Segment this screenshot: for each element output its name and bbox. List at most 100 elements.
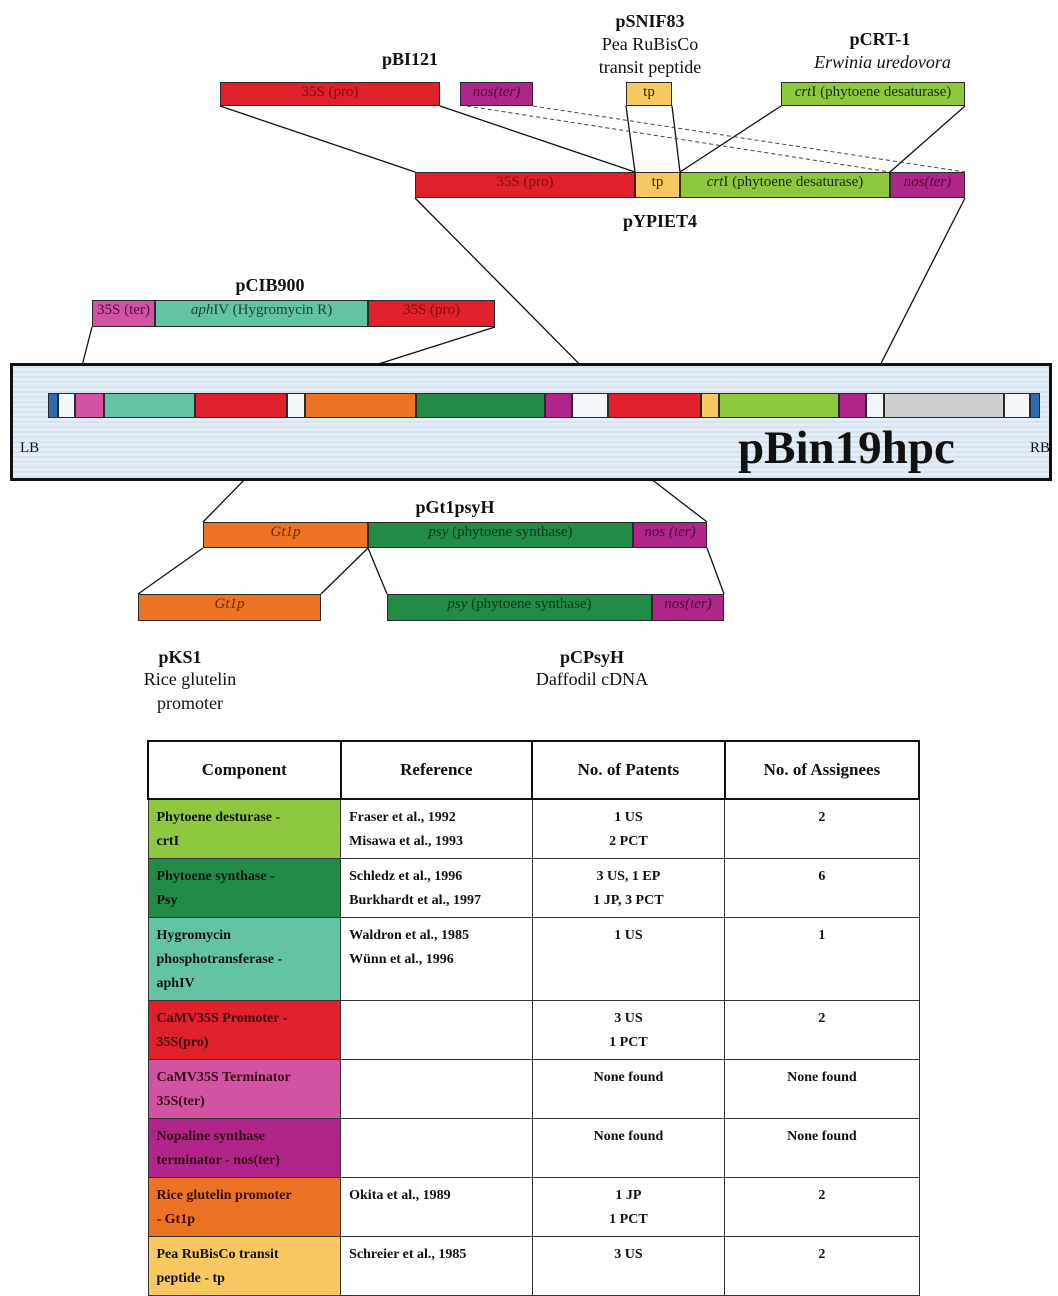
assignees-cell: 2: [724, 1177, 920, 1237]
spacer-segment: [866, 393, 884, 418]
pcib900-35s-ter-segment: 35S (ter): [92, 300, 155, 327]
patents-cell-line: 2 PCT: [609, 834, 648, 849]
reference-cell-line: Fraser et al., 1992: [349, 810, 456, 825]
spacer-segment: [287, 393, 305, 418]
patents-cell: 1 US 2 PCT: [531, 798, 726, 859]
assignees-cell-line: None found: [787, 1070, 857, 1085]
component-cell-line: Psy: [156, 893, 178, 908]
patents-cell-line: 3 US: [614, 1011, 643, 1026]
patents-cell: 1 JP 1 PCT: [531, 1177, 726, 1237]
reference-cell-line: Waldron et al., 1985: [349, 928, 470, 943]
component-cell-line: - Gt1p: [156, 1212, 196, 1227]
component-cell-line: 35S(pro): [156, 1035, 209, 1050]
component-cell: CaMV35S Promoter - 35S(pro): [147, 1000, 342, 1060]
spacer-segment: [58, 393, 75, 418]
pcrt1-crti-segment: crtI (phytoene desaturase): [781, 82, 965, 106]
pcpsyh-psy-segment: psy (phytoene synthase): [387, 594, 652, 621]
pgt1psyh-nos-ter-segment: nos (ter): [633, 522, 707, 548]
component-cell-line: Nopaline synthase: [156, 1129, 266, 1144]
assignees-cell: 2: [724, 1000, 920, 1060]
reference-cell: Schreier et al., 1985: [340, 1236, 533, 1296]
assignees-cell: 2: [724, 1236, 920, 1296]
reference-cell-line: Schledz et al., 1996: [349, 869, 463, 884]
header-component: Component: [147, 740, 342, 800]
psy-gene-name: psy: [447, 596, 468, 612]
left-border-segment: [48, 393, 58, 418]
pcrt1-label: pCRT-1: [849, 29, 911, 49]
patent-table: Component Reference No. of Patents No. o…: [147, 740, 921, 1296]
assignees-cell-line: 1: [818, 928, 826, 943]
patents-cell: 3 US 1 PCT: [531, 1000, 726, 1060]
reference-cell: [340, 1059, 533, 1119]
header-assignees: No. of Assignees: [723, 740, 921, 800]
pbin19hpc-panel: [10, 363, 1052, 481]
pbi121-nos-ter-segment: nos(ter): [460, 82, 533, 106]
assignees-cell-line: 6: [818, 869, 826, 884]
psy-gene-name: psy: [428, 524, 449, 540]
psnif83-tp-segment: tp: [626, 82, 672, 106]
crt-gene-suffix: I (phytoene desaturase): [811, 84, 952, 100]
pypiet4-tp-segment: tp: [635, 172, 680, 198]
crt-gene-name: crt: [706, 174, 724, 190]
component-cell: Phytoene synthase -Psy: [147, 858, 342, 918]
main-psy-segment: [416, 393, 545, 418]
pcpsyh-subtitle: Daffodil cDNA: [535, 669, 649, 689]
table-header-row: Component Reference No. of Patents No. o…: [147, 740, 921, 800]
patents-cell-line: 1 PCT: [609, 1212, 648, 1227]
psnif83-subtitle-1: Pea RuBisCo: [601, 34, 699, 54]
reference-cell: Okita et al., 1989: [340, 1177, 533, 1237]
pgt1psyh-gt1p-segment: Gt1p: [203, 522, 368, 548]
pcpsyh-label: pCPsyH: [559, 647, 624, 667]
pcrt1-subtitle: Erwinia uredovora: [814, 52, 951, 72]
patents-cell-line: 3 US, 1 EP: [596, 869, 661, 884]
assignees-cell-line: 2: [818, 1247, 826, 1262]
assignees-cell: 1: [724, 917, 920, 1001]
component-cell-line: Hygromycin: [156, 928, 231, 943]
component-cell-line: CaMV35S Promoter -: [156, 1011, 288, 1026]
right-border-segment: [1030, 393, 1040, 418]
rb-label: RB: [1030, 440, 1051, 456]
patents-cell-line: None found: [593, 1129, 664, 1144]
reference-cell: [340, 1118, 533, 1178]
component-cell: Rice glutelin promoter- Gt1p: [147, 1177, 342, 1237]
pcib900-label: pCIB900: [235, 275, 305, 295]
assignees-cell-line: 2: [818, 1188, 826, 1203]
patents-cell-line: None found: [593, 1070, 664, 1085]
psnif83-label: pSNIF83: [615, 11, 685, 31]
table-row: CaMV35S Promoter - 35S(pro) 3 US 1 PCT 2: [147, 1000, 920, 1060]
patents-cell-line: 1 JP: [615, 1188, 642, 1203]
reference-cell-line: Burkhardt et al., 1997: [349, 893, 481, 908]
header-reference: Reference: [339, 740, 534, 800]
main-gt1p-segment: [305, 393, 416, 418]
patents-cell-line: 1 US: [614, 810, 643, 825]
assignees-cell: 2: [724, 798, 920, 859]
pypiet4-label: pYPIET4: [622, 211, 698, 231]
psy-gene-suffix: (phytoene synthase): [467, 596, 592, 612]
pks1-subtitle-1: Rice glutelin: [143, 669, 237, 689]
assignees-cell: 6: [724, 858, 920, 918]
patents-cell: 3 US: [531, 1236, 726, 1296]
crt-gene-suffix: I (phytoene desaturase): [723, 174, 864, 190]
aph-gene-suffix: IV (Hygromycin R): [213, 302, 333, 318]
patents-cell-line: 1 US: [614, 928, 643, 943]
reference-cell-line: Misawa et al., 1993: [349, 834, 464, 849]
reference-cell: [340, 1000, 533, 1060]
crt-gene-name: crt: [794, 84, 812, 100]
assignees-cell-line: None found: [787, 1129, 857, 1144]
pgt1psyh-psy-segment: psy (phytoene synthase): [368, 522, 633, 548]
patents-cell: 1 US: [531, 917, 726, 1001]
component-cell: Phytoene desturase -crtI: [147, 798, 342, 859]
patents-cell-line: 1 PCT: [609, 1035, 648, 1050]
